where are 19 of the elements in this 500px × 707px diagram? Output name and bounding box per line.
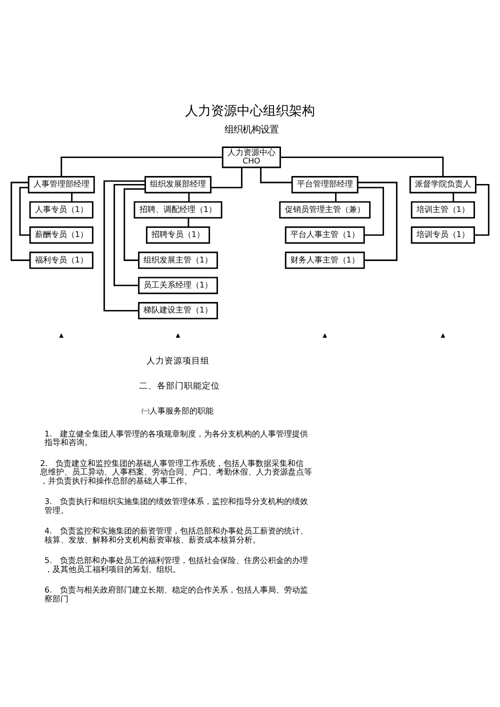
- connector: [260, 168, 292, 184]
- connector: [335, 192, 337, 202]
- diagram-title: 人力资源中心组织架构: [185, 104, 315, 120]
- connector: [210, 168, 242, 188]
- connector: [114, 184, 146, 286]
- connector: [104, 180, 146, 312]
- label: 人力资源项目组: [146, 356, 210, 366]
- connector: [188, 218, 190, 227]
- label: 组织机构设置: [224, 124, 278, 136]
- connector: [188, 192, 190, 202]
- connector: [452, 192, 454, 202]
- connector: [60, 156, 223, 177]
- connector: [19, 186, 30, 236]
- connector: [358, 182, 398, 261]
- connector: [10, 182, 30, 261]
- label: 二、各部门职能定位: [138, 381, 220, 392]
- connector: [280, 156, 444, 177]
- connector: [358, 186, 384, 236]
- connector: [71, 192, 73, 202]
